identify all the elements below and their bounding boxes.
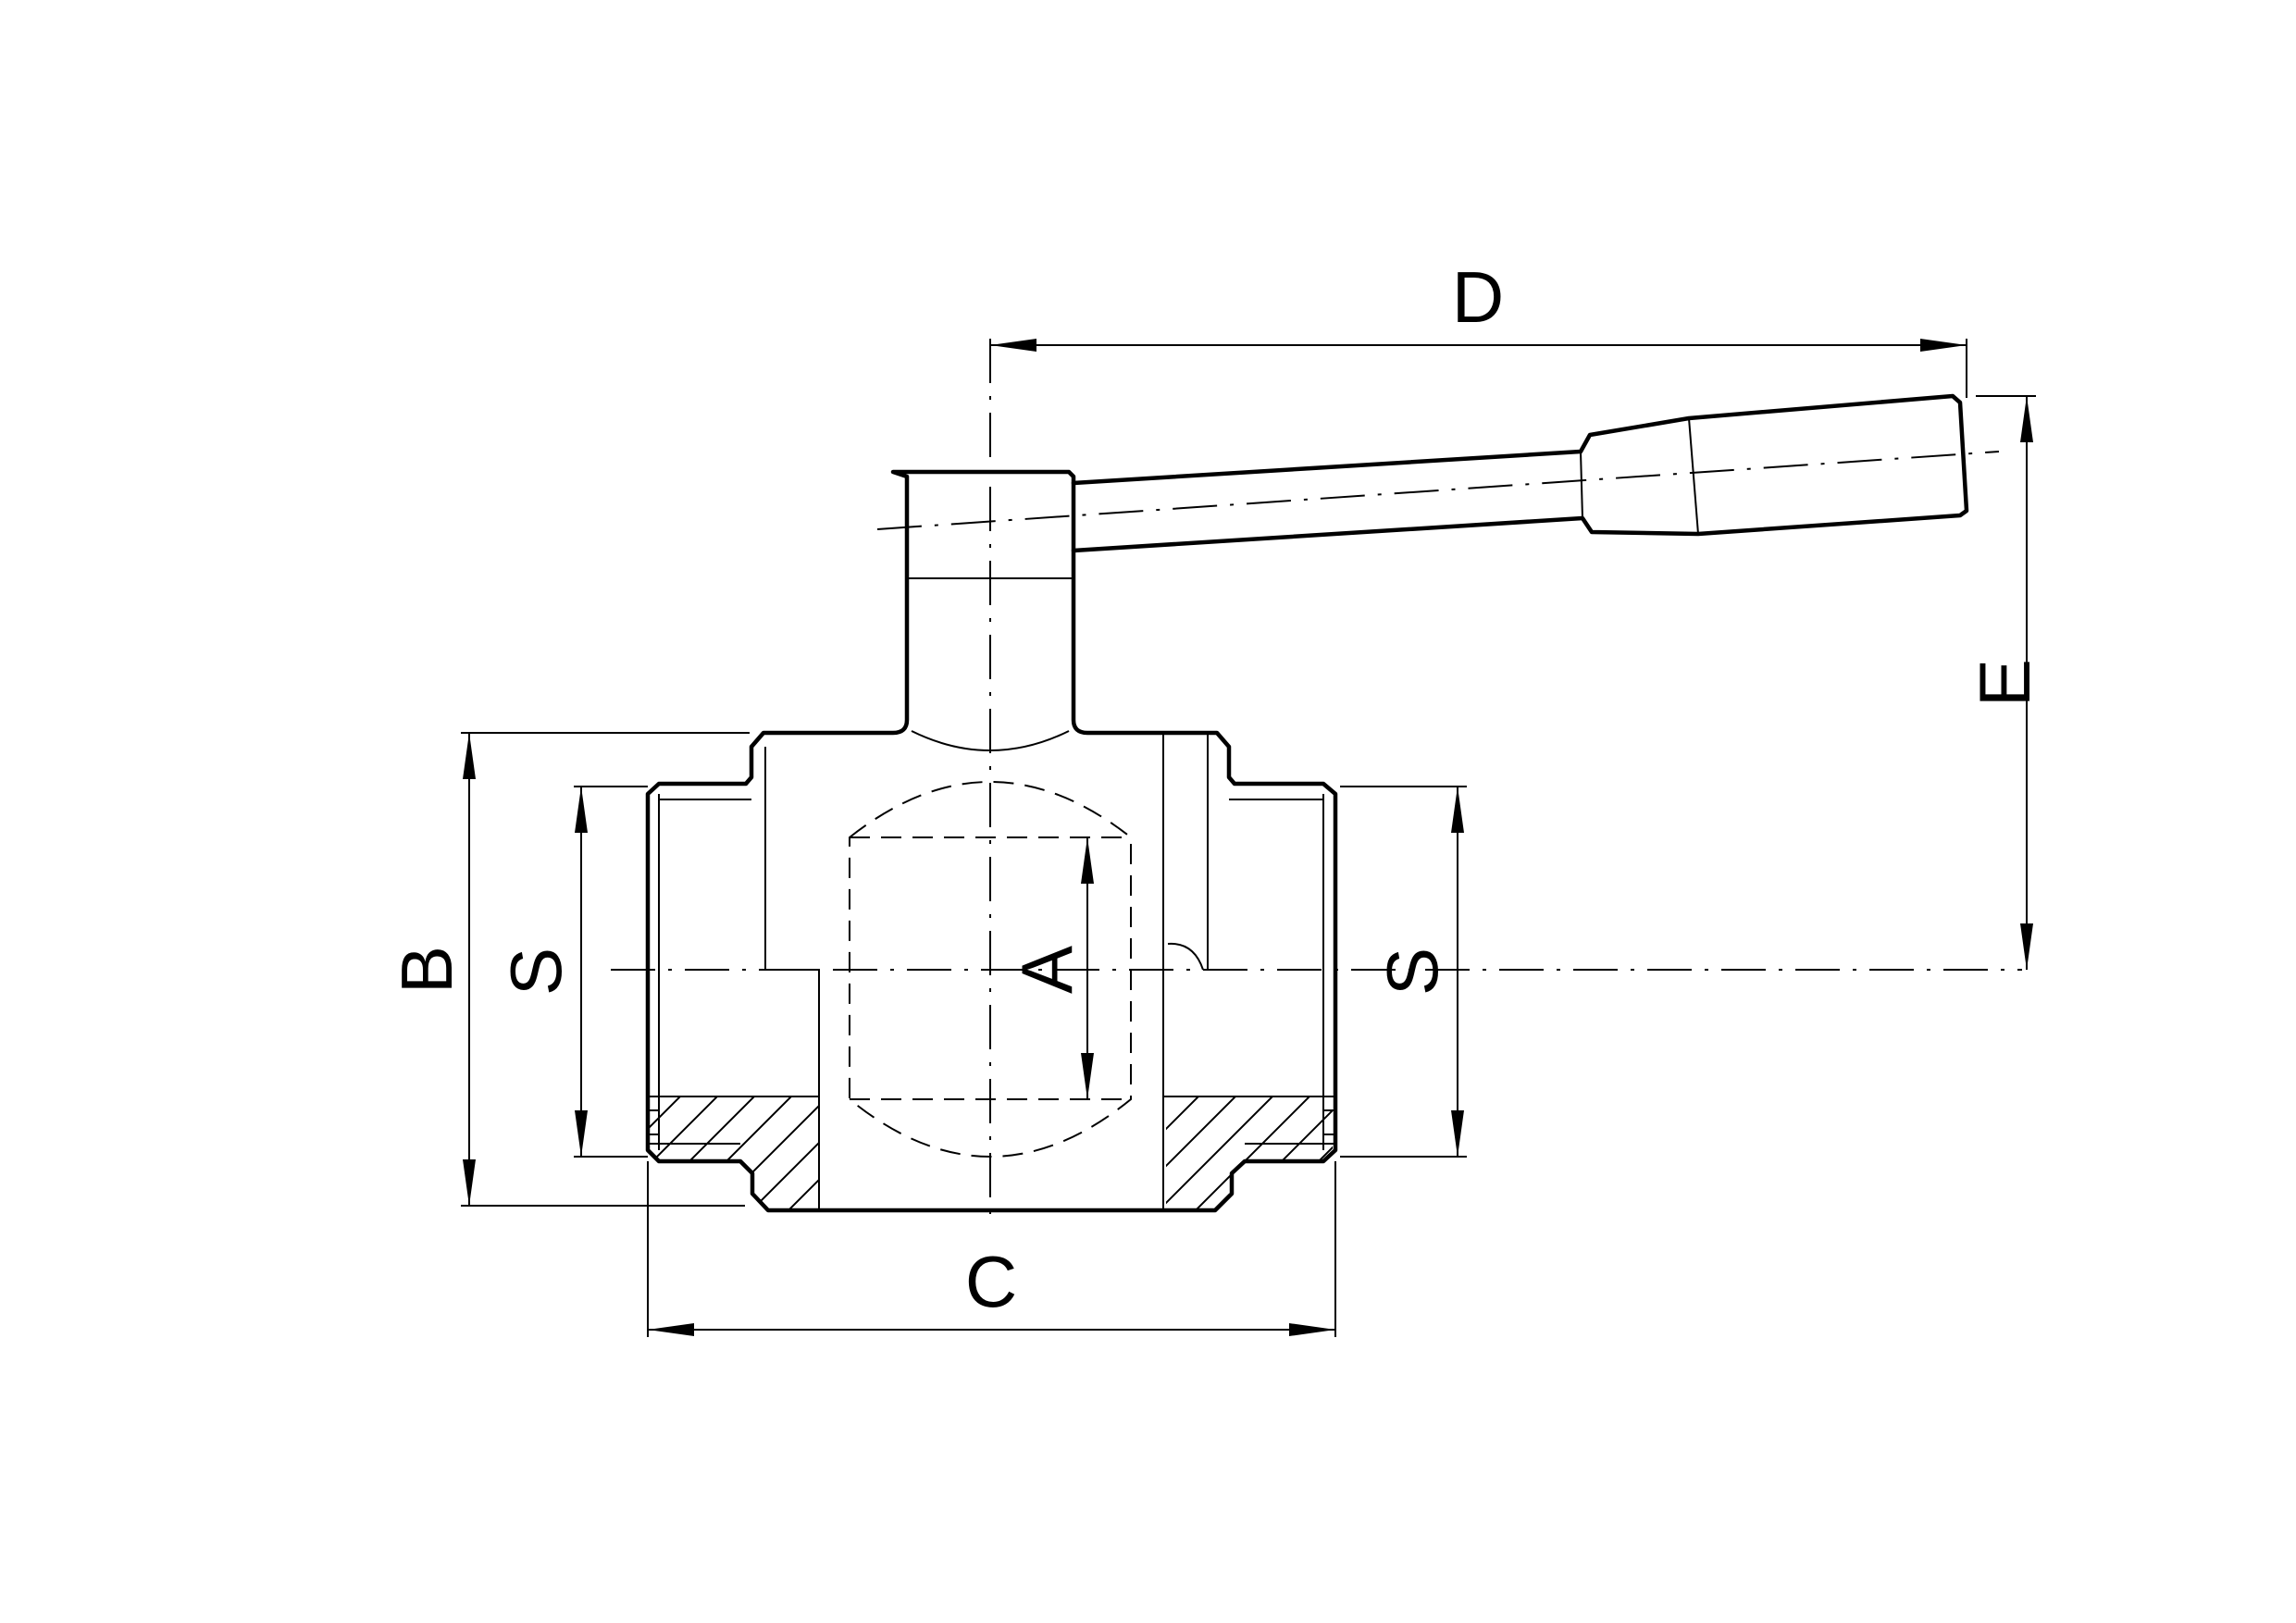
handle-centerline bbox=[876, 451, 2000, 530]
handle-lever bbox=[1071, 393, 1969, 553]
dim-e-label: E bbox=[1964, 659, 2045, 707]
dim-d-arrow-right bbox=[1920, 339, 1967, 352]
dim-a-arrow-top bbox=[1081, 837, 1094, 884]
dim-s-left-arrow-bottom bbox=[575, 1110, 588, 1157]
dim-c-arrow-left bbox=[648, 1323, 694, 1336]
handle-lever-joint bbox=[1580, 451, 1583, 519]
right-seal bbox=[1322, 1109, 1335, 1135]
dim-s-right-arrow-bottom bbox=[1451, 1110, 1464, 1157]
dim-s-left-arrow-top bbox=[575, 787, 588, 833]
dim-a-arrow-bottom bbox=[1081, 1053, 1094, 1099]
dim-e-arrow-top bbox=[2020, 396, 2033, 442]
dim-b-arrow-top bbox=[463, 733, 476, 779]
handle-grip-joint bbox=[1688, 417, 1699, 535]
dim-c-label: C bbox=[965, 1241, 1017, 1322]
ball-hidden-outline bbox=[849, 781, 1132, 1158]
dim-s-left-label: S bbox=[495, 948, 577, 996]
dim-a-label: A bbox=[1006, 946, 1087, 994]
dim-b-label: B bbox=[386, 946, 467, 994]
right-hatch bbox=[1166, 1096, 1333, 1210]
dim-s-right-arrow-top bbox=[1451, 787, 1464, 833]
dim-d-arrow-left bbox=[990, 339, 1036, 352]
seat-detail bbox=[1167, 942, 1204, 971]
dim-e-arrow-bottom bbox=[2020, 923, 2033, 970]
left-seal bbox=[647, 1109, 660, 1135]
valve-body-outline bbox=[645, 469, 1338, 1213]
dim-d-label: D bbox=[1452, 256, 1504, 338]
dim-c-arrow-right bbox=[1289, 1323, 1335, 1336]
dim-s-right-label: S bbox=[1371, 948, 1453, 996]
left-hatch bbox=[648, 1096, 819, 1210]
dim-b-arrow-bottom bbox=[463, 1159, 476, 1206]
